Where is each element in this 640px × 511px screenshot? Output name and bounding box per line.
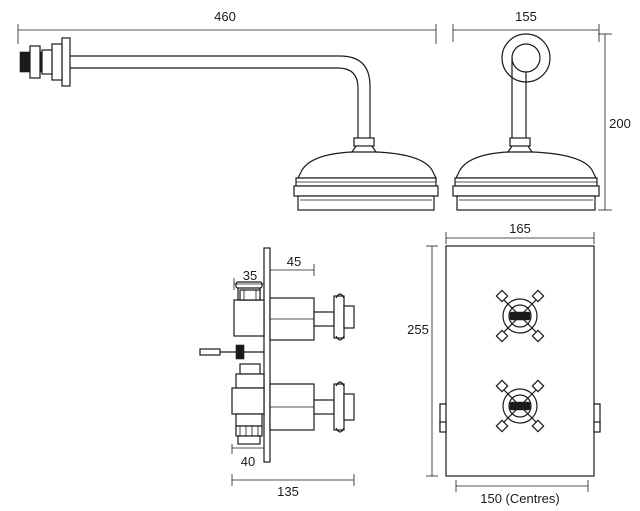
dimension-depth-to-inlet: 35: [233, 268, 264, 290]
label-depth-lower: 40: [241, 454, 255, 469]
lower-handle-front: [495, 379, 545, 433]
dimension-total-depth: 135: [231, 474, 355, 499]
dimension-arm-length: 460: [17, 9, 437, 44]
dimension-head-height: 200: [598, 33, 631, 211]
label-centres: 150 (Centres): [480, 491, 559, 506]
label-depth-to-handle: 45: [287, 254, 301, 269]
shower-arm-side-view: [19, 37, 439, 211]
dimension-centres: 150 (Centres): [455, 480, 589, 506]
label-total-depth: 135: [277, 484, 299, 499]
label-plate-height: 255: [407, 322, 429, 337]
label-head-depth: 155: [515, 9, 537, 24]
label-head-height: 200: [609, 116, 631, 131]
upper-handle-front: [495, 289, 545, 343]
valve-front-view: [439, 245, 601, 477]
valve-side-view: [199, 247, 355, 463]
dimension-head-depth: 155: [452, 9, 600, 42]
dimension-depth-lower: 40: [231, 444, 264, 469]
label-depth-to-inlet: 35: [243, 268, 257, 283]
dimension-depth-to-handle: 45: [270, 254, 315, 276]
shower-head-front-view: [452, 33, 600, 211]
label-arm-length: 460: [214, 9, 236, 24]
label-plate-width: 165: [509, 221, 531, 236]
dimension-plate-width: 165: [445, 221, 595, 244]
dimension-plate-height: 255: [407, 245, 438, 477]
